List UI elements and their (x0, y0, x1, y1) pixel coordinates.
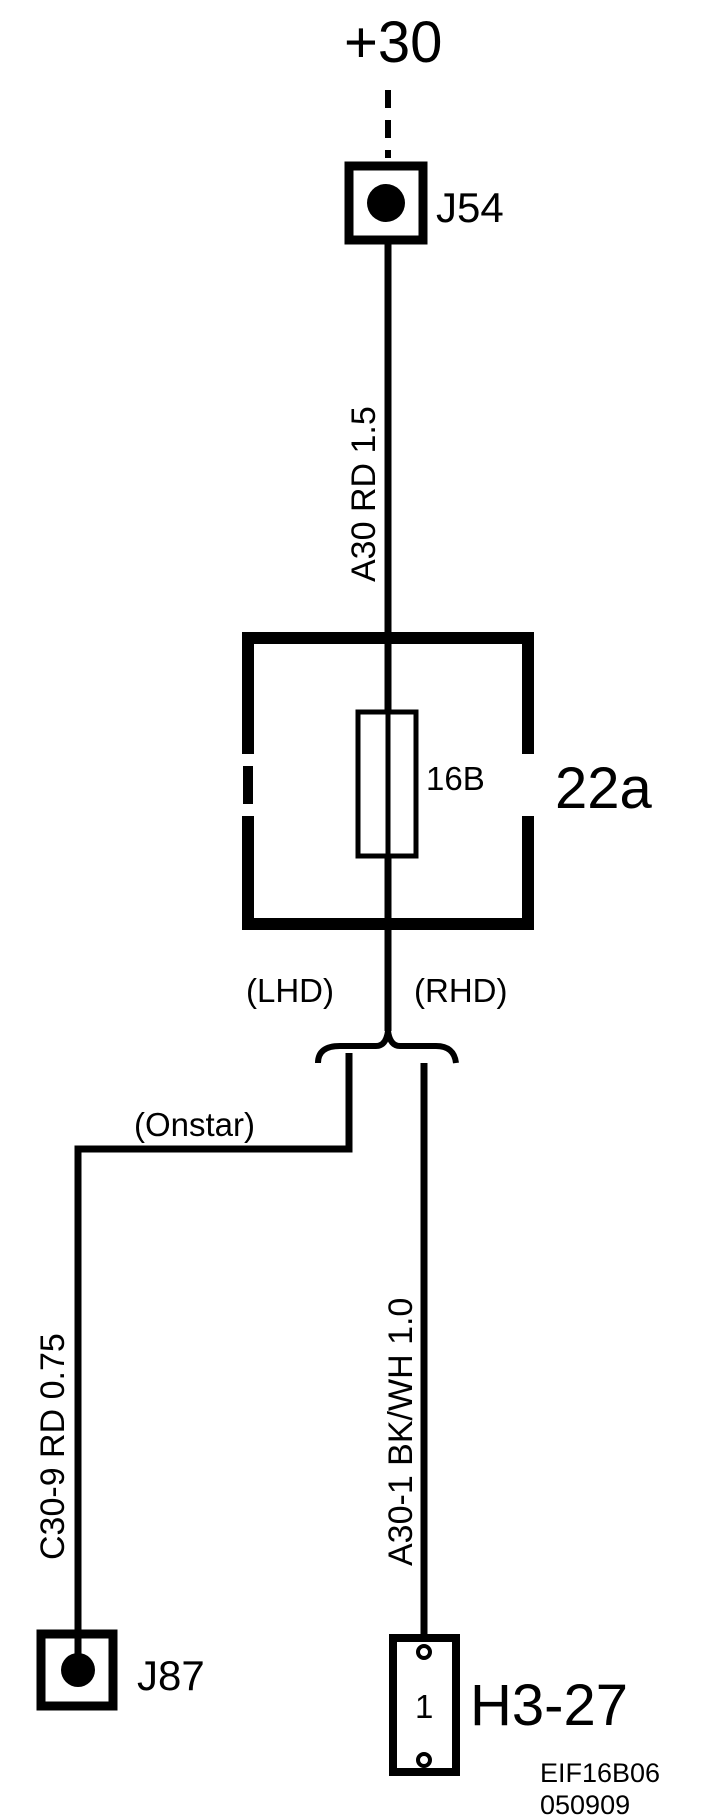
j87-label: J87 (137, 1652, 205, 1699)
h3-27-pin-bottom (416, 1752, 432, 1768)
lhd-label: (LHD) (246, 972, 334, 1009)
onstar-branch-wire (74, 1053, 353, 1670)
left-wire-label: C30-9 RD 0.75 (34, 1333, 72, 1560)
reference-date: 050909 (540, 1790, 630, 1820)
fuse-box-22a (242, 632, 534, 930)
h3-27-pin-top (416, 1644, 432, 1660)
rhd-label: (RHD) (414, 972, 507, 1009)
fuse-label: 16B (426, 760, 485, 797)
j87-connector (36, 1629, 118, 1711)
branch-brace (315, 1030, 459, 1064)
j54-pin (367, 184, 405, 222)
supply-label: +30 (344, 10, 442, 75)
j87-pin (61, 1653, 95, 1687)
right-wire-label: A30-1 BK/WH 1.0 (382, 1298, 420, 1566)
h3-27-pin-number: 1 (415, 1688, 433, 1725)
fuse-box-label: 22a (555, 756, 653, 821)
j54-label: J54 (436, 184, 504, 231)
main-wire-label: A30 RD 1.5 (345, 406, 383, 582)
h3-27-label: H3-27 (470, 1673, 628, 1738)
reference-code: EIF16B06 (540, 1758, 660, 1788)
h3-27-connector (389, 1634, 460, 1776)
onstar-label: (Onstar) (134, 1106, 255, 1143)
